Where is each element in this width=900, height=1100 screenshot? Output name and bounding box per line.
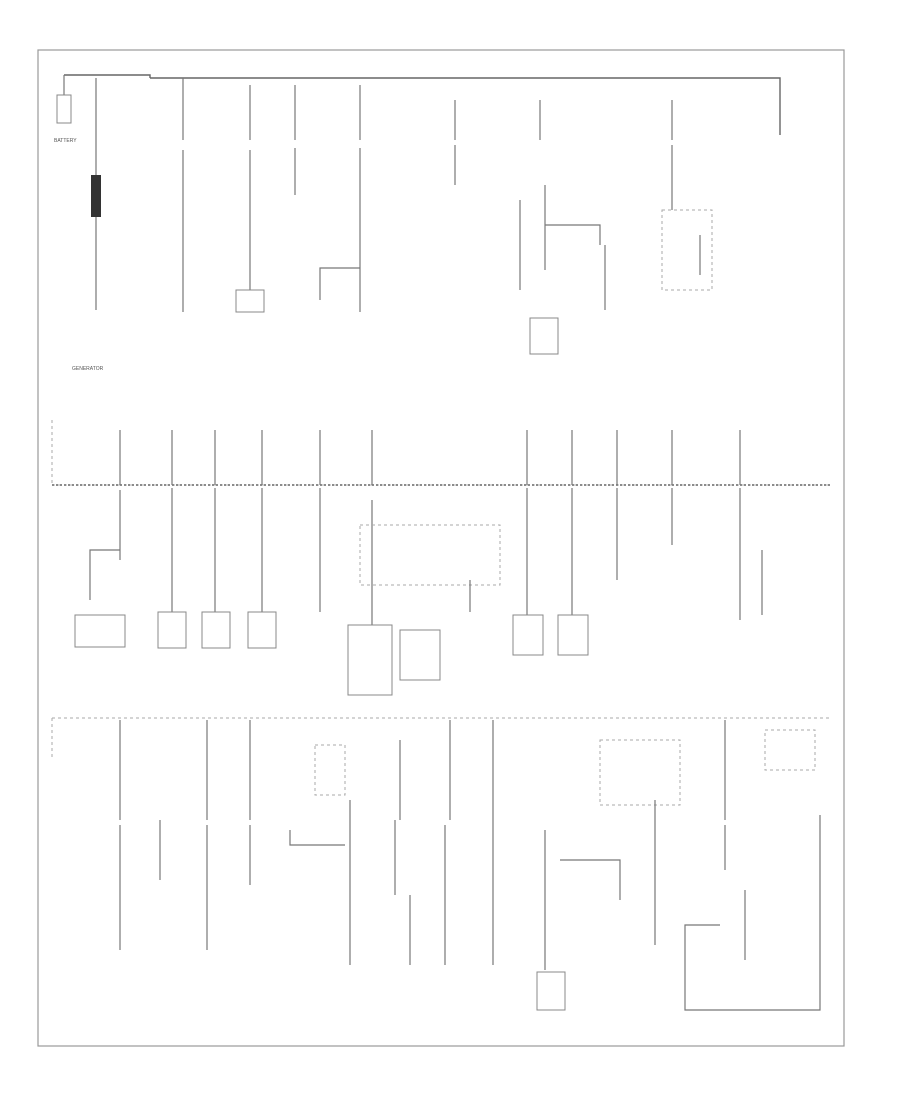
section-bottom [51,718,821,1011]
battery-symbol [56,94,72,124]
bot-drop-7 [444,720,451,965]
bot-drop-11 [684,720,821,1011]
section-middle [51,420,763,696]
mid-drop-8 [557,430,589,656]
mid-drop-11 [739,430,763,620]
fuse-drop-6 [519,100,606,355]
fuse-drop-4 [319,85,361,312]
bot-drop-9 [536,739,681,1011]
mid-drop-1 [74,430,126,648]
fuse-drop-7 [661,100,713,291]
bot-drop-6 [394,740,411,965]
mid-drop-2 [157,430,187,649]
generator-label: GENERATOR [72,366,104,372]
diagram-frame [37,49,845,1047]
battery-feed [64,74,151,78]
mid-drop-6 [347,430,501,696]
fuse-drop-2 [235,85,265,313]
right-bus-extension [750,77,781,135]
mid-drop-7 [512,430,544,656]
mid-drop-4 [247,430,277,649]
bot-drop-5 [289,744,351,965]
section-top: BATTERY GENERATOR [54,74,781,372]
mid-drop-3 [201,430,231,649]
fusible-link-symbol [91,175,101,217]
battery-label: BATTERY [54,138,77,144]
